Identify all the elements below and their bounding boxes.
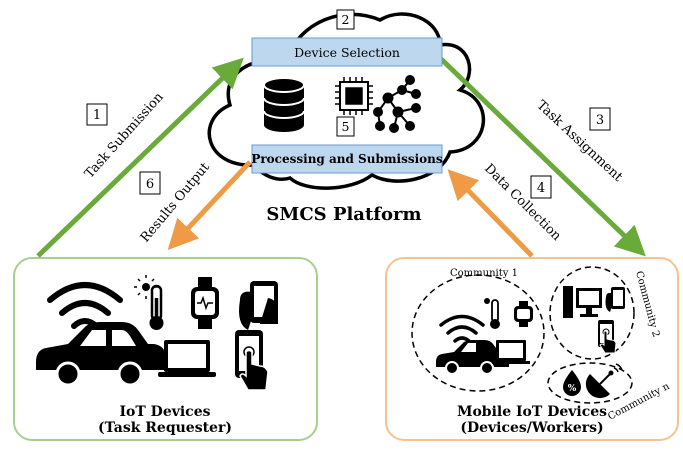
step-4-box <box>530 175 552 199</box>
laptop-icon <box>158 340 216 377</box>
satellite-dish-icon <box>585 363 623 399</box>
desktop-computer-icon <box>563 286 602 318</box>
car-icon <box>36 322 166 387</box>
task-submission-arrow <box>36 57 244 258</box>
database-icon <box>263 77 305 132</box>
community-n-boundary <box>547 362 633 404</box>
requester-subtitle: (Task Requester) <box>98 420 232 436</box>
processing-box <box>251 144 443 174</box>
step-3-box <box>589 107 611 131</box>
step-3-number: 3 <box>596 113 604 128</box>
task-assignment-label: Task Assignment <box>534 98 626 185</box>
svg-text:%: % <box>568 384 577 394</box>
results-output-arrow <box>167 160 252 250</box>
phone-in-hand-icon <box>605 287 625 312</box>
laptop-icon <box>492 340 530 364</box>
step-5-number: 5 <box>342 119 350 134</box>
drop-percent-icon: % <box>563 370 581 396</box>
community-1-label: Community 1 <box>450 268 518 279</box>
device-selection-box <box>251 37 443 67</box>
phone-in-hand-icon <box>239 281 278 330</box>
step-6-box <box>139 171 161 195</box>
community-1-boundary <box>411 274 545 392</box>
step-1-number: 1 <box>93 108 101 123</box>
step-4-number: 4 <box>537 181 545 196</box>
smartwatch-icon <box>191 277 219 329</box>
step-6-number: 6 <box>146 177 154 192</box>
chip-icon <box>335 77 373 115</box>
requester-title: IoT Devices <box>120 404 211 420</box>
wifi-icon <box>439 314 485 343</box>
task-assignment-arrow <box>436 54 646 257</box>
task-submission-label: Task Submission <box>82 89 167 181</box>
car-icon <box>436 340 509 375</box>
thermometer-icon <box>484 298 500 329</box>
step-5-box <box>336 116 355 137</box>
step-1-box <box>86 103 108 126</box>
platform-title: SMCS Platform <box>266 204 421 225</box>
workers-title: Mobile IoT Devices <box>457 404 607 420</box>
data-collection-arrow <box>447 169 534 258</box>
processing-label: Processing and Submissions <box>251 152 443 166</box>
step-2-number: 2 <box>342 12 350 27</box>
data-collection-label: Data Collection <box>481 161 564 244</box>
network-graph-icon <box>373 75 421 133</box>
touch-phone-icon <box>598 320 617 354</box>
step-2-box <box>336 9 355 30</box>
device-selection-label: Device Selection <box>294 45 400 60</box>
touch-phone-icon <box>235 330 269 391</box>
community-2-boundary <box>549 266 635 360</box>
smartwatch-icon <box>514 301 533 327</box>
workers-subtitle: (Devices/Workers) <box>460 420 603 436</box>
thermometer-icon <box>134 275 164 330</box>
